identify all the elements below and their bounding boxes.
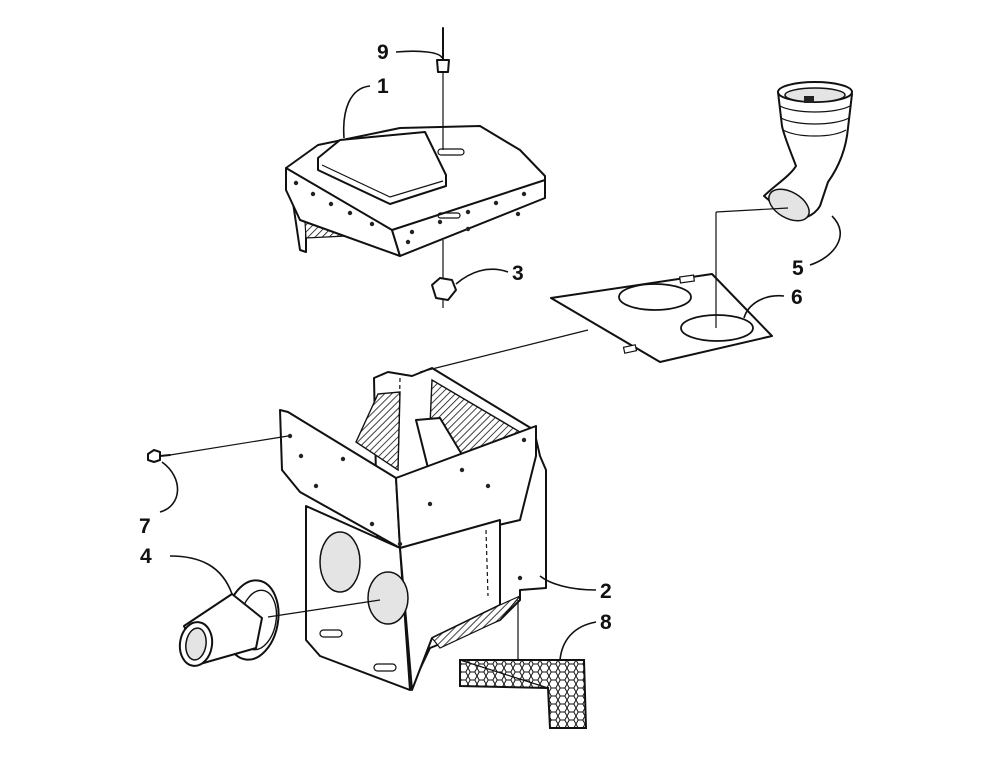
airbox-body	[279, 367, 547, 691]
intake-boot	[178, 579, 280, 667]
callout-2: 2	[600, 580, 612, 603]
mesh-screen	[459, 659, 588, 729]
mounting-plate	[550, 273, 773, 363]
rod-fastener	[436, 27, 450, 280]
callout-6: 6	[791, 286, 803, 309]
grommet	[431, 277, 457, 308]
intake-elbow	[763, 81, 853, 222]
callout-4: 4	[140, 545, 152, 568]
callout-labels: 9 1 3 5 6 7 4 2 8	[139, 41, 804, 634]
callout-1: 1	[377, 75, 389, 98]
airbox-cover	[285, 125, 546, 257]
callout-3: 3	[512, 262, 524, 285]
callout-8: 8	[600, 611, 612, 634]
screw	[147, 435, 289, 463]
callout-9: 9	[377, 41, 389, 64]
callout-5: 5	[792, 257, 804, 280]
callout-leaders	[159, 50, 842, 661]
callout-7: 7	[139, 515, 151, 538]
assembly-lines	[267, 207, 789, 660]
